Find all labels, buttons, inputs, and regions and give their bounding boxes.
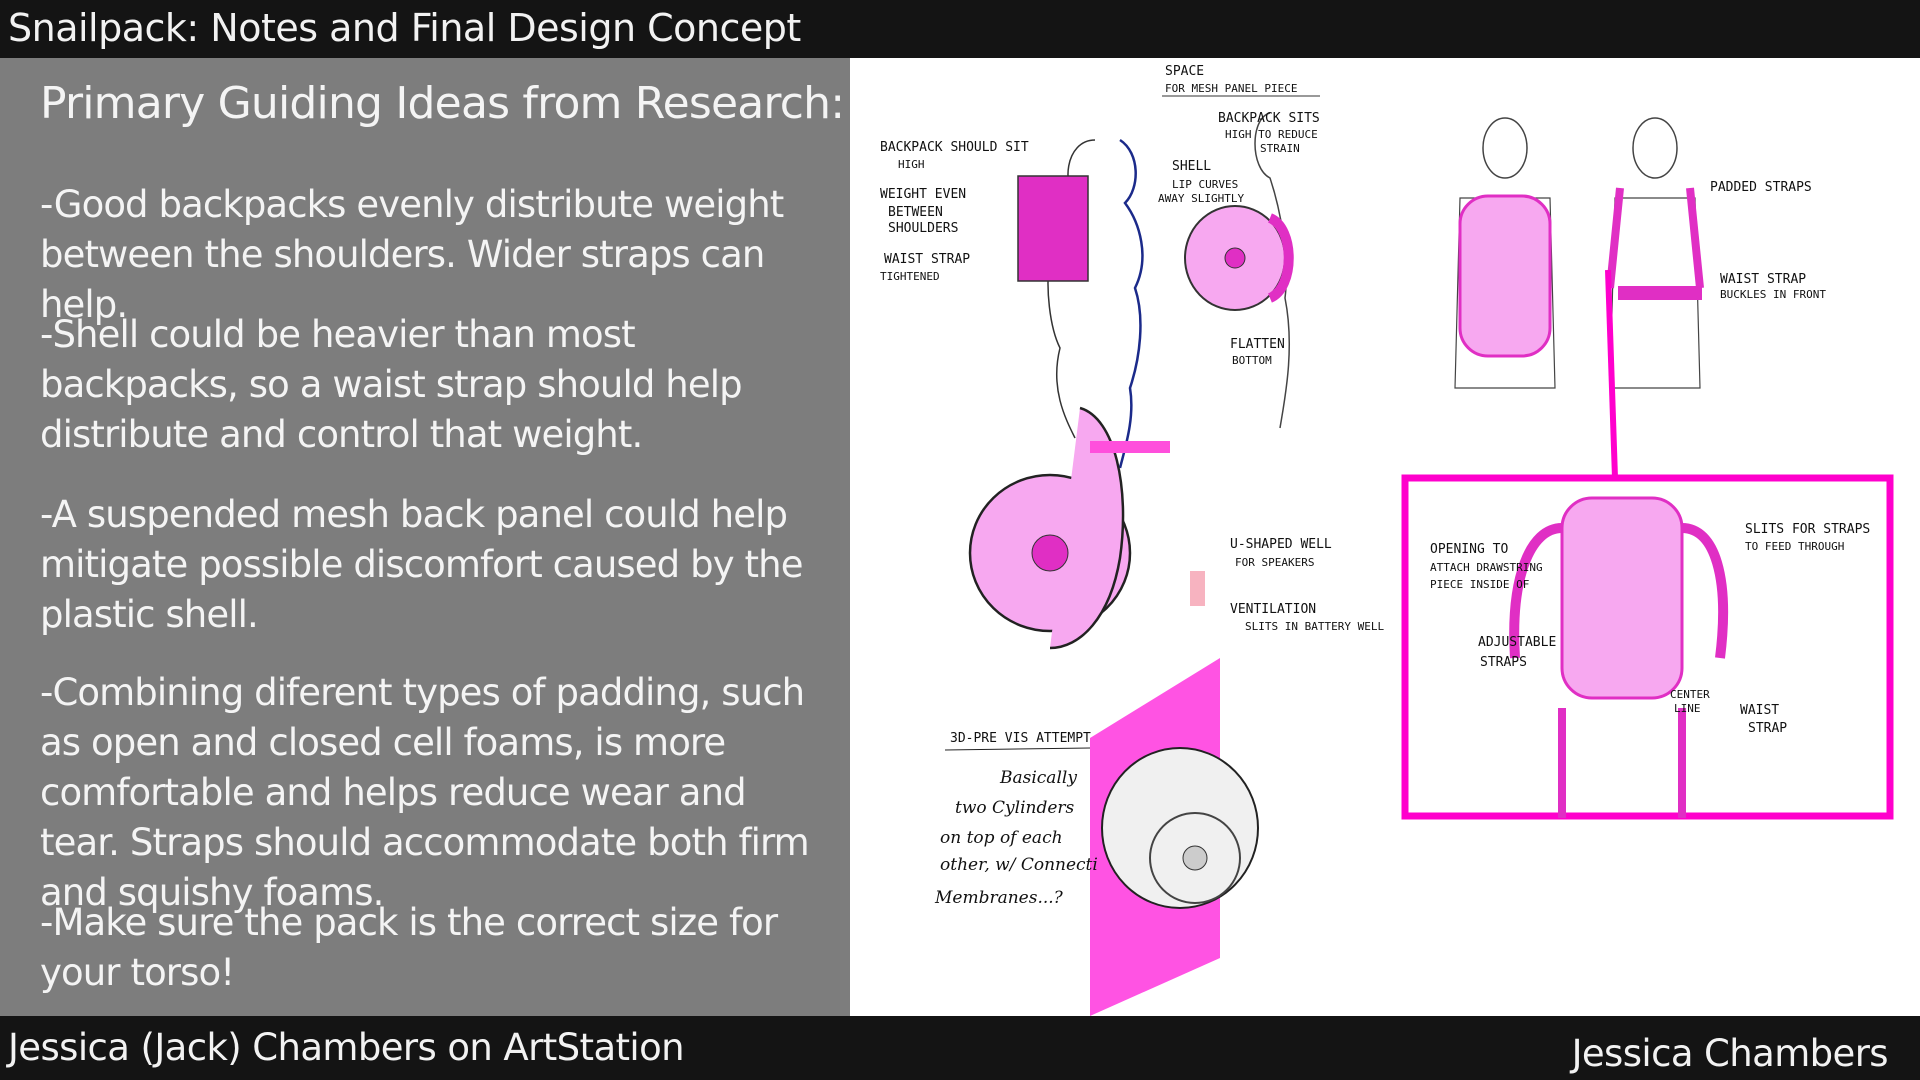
sketch-note: FOR SPEAKERS	[1235, 556, 1314, 569]
sketch-note: SLITS IN BATTERY WELL	[1245, 620, 1384, 633]
note-item: -Make sure the pack is the correct size …	[40, 901, 778, 994]
notes-panel: Primary Guiding Ideas from Research: -Go…	[0, 58, 850, 1016]
shell-side-figure	[1184, 112, 1294, 429]
sketch-note: BACKPACK SHOULD SIT	[880, 140, 1029, 155]
sketch-note: STRAPS	[1480, 655, 1527, 670]
sketch-note: LINE	[1674, 702, 1701, 715]
sketch-note: STRAP	[1748, 721, 1787, 736]
sketch-note: SHELL	[1172, 159, 1211, 174]
shell-detail-drawing	[968, 406, 1205, 650]
footer-bar: Jessica (Jack) Chambers on ArtStation Je…	[0, 1016, 1920, 1080]
backpack-detail-drawing	[1509, 496, 1729, 818]
sketch-note: BUCKLES IN FRONT	[1720, 288, 1826, 301]
sketch-note: CENTER	[1670, 688, 1710, 701]
sketch-note: ADJUSTABLE	[1478, 635, 1556, 650]
sketch-note: BACKPACK SITS	[1218, 111, 1320, 126]
sketch-note: FLATTEN	[1230, 337, 1285, 352]
sketch-note: PIECE INSIDE OF	[1430, 578, 1529, 591]
note-item: -A suspended mesh back panel could help …	[40, 493, 803, 636]
detail-frame	[1401, 474, 1894, 820]
sketch-note: TO FEED THROUGH	[1745, 540, 1844, 553]
sketch-note: TIGHTENED	[880, 270, 940, 283]
sketch-note: 3D-PRE VIS ATTEMPT	[950, 731, 1091, 746]
sketch-note: WAIST STRAP	[884, 252, 970, 267]
sketch-note: ATTACH DRAWSTRING	[1430, 561, 1543, 574]
note-item: -Shell could be heavier than most backpa…	[40, 313, 743, 456]
title-bar: Snailpack: Notes and Final Design Concep…	[0, 0, 1920, 58]
front-view-figure	[1606, 117, 1704, 389]
sketch-note: LIP CURVES	[1172, 178, 1238, 191]
sketch-note: on top of each	[940, 828, 1063, 848]
sketch-note: WAIST STRAP	[1720, 272, 1806, 287]
sketch-note: HIGH	[898, 158, 925, 171]
sketch-note: BETWEEN	[888, 205, 943, 220]
sketch-note: two Cylinders	[955, 798, 1075, 818]
sketch-note: FOR MESH PANEL PIECE	[1165, 82, 1297, 95]
side-view-figure	[1017, 138, 1144, 469]
sketch-note: WEIGHT EVEN	[880, 187, 966, 202]
note-item: -Combining diferent types of padding, su…	[40, 671, 810, 914]
sketch-note: AWAY SLIGHTLY	[1158, 192, 1244, 205]
previs-drawing	[1090, 658, 1259, 1016]
sketch-note: PADDED STRAPS	[1710, 180, 1812, 195]
design-sketch: BACKPACK SHOULD SIT HIGH WEIGHT EVEN BET…	[880, 64, 1894, 1016]
note-item: -Good backpacks evenly distribute weight…	[40, 183, 784, 326]
sketch-note: BOTTOM	[1232, 354, 1272, 367]
sketch-note: SHOULDERS	[888, 221, 958, 236]
sketch-note: WAIST	[1740, 703, 1779, 718]
design-sketch-panel: BACKPACK SHOULD SIT HIGH WEIGHT EVEN BET…	[850, 58, 1920, 1016]
sketch-note: U-SHAPED WELL	[1230, 537, 1332, 552]
sketch-note: SPACE	[1165, 64, 1204, 79]
sketch-note: other, w/ Connecti	[940, 855, 1098, 875]
sketch-note: Membranes...?	[934, 888, 1064, 908]
sketch-note: Basically	[999, 768, 1077, 788]
footer-author: Jessica Chambers	[1571, 1032, 1889, 1075]
back-view-figure	[1454, 117, 1556, 389]
footer-credit: Jessica (Jack) Chambers on ArtStation	[8, 1026, 685, 1069]
sketch-note: STRAIN	[1260, 142, 1300, 155]
sketch-note: HIGH TO REDUCE	[1225, 128, 1318, 141]
sketch-note: VENTILATION	[1230, 602, 1316, 617]
notes-heading: Primary Guiding Ideas from Research:	[40, 78, 845, 129]
page-title: Snailpack: Notes and Final Design Concep…	[8, 6, 801, 50]
sketch-note: SLITS FOR STRAPS	[1745, 522, 1870, 537]
sketch-note: OPENING TO	[1430, 542, 1508, 557]
